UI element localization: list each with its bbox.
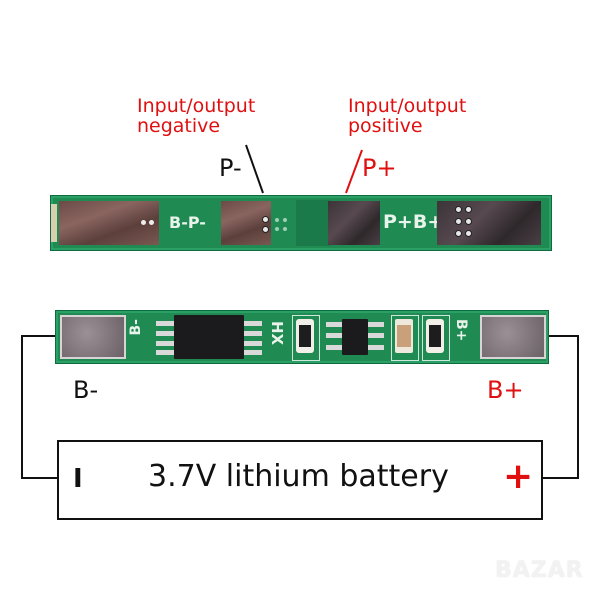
ic-leg (326, 333, 342, 338)
positive-annotation: Input/output positive (348, 96, 466, 136)
resistor-outline (422, 315, 450, 361)
via (275, 218, 279, 222)
p-plus-pointer-line (345, 149, 363, 194)
b-minus-terminal-pad (60, 315, 126, 359)
trace-region (296, 200, 331, 246)
pcb-top-view: B-P- P+B+ (50, 195, 552, 251)
ic-leg (368, 322, 384, 327)
protection-ic (342, 319, 368, 355)
capacitor (395, 319, 413, 353)
p-minus-pad (221, 201, 271, 245)
via (149, 220, 154, 225)
hole (455, 218, 462, 225)
ic-leg (326, 345, 342, 350)
hole (262, 216, 269, 223)
ic-leg (368, 333, 384, 338)
ic-leg (244, 331, 262, 336)
b-plus-label: B+ (487, 376, 524, 404)
silkscreen-b-p-minus: B-P- (169, 213, 206, 232)
ic-leg (156, 341, 174, 346)
positive-annotation-line2: positive (348, 115, 423, 137)
battery-box: I 3.7V lithium battery + (57, 440, 543, 520)
b-minus-label: B- (73, 376, 99, 404)
b-plus-pad (437, 201, 541, 245)
via (283, 218, 287, 222)
hole (455, 206, 462, 213)
watermark: BAZAR (495, 558, 584, 583)
pcb-bottom-view: B- HX B+ (55, 310, 549, 364)
p-minus-label: P- (219, 154, 242, 182)
ic-leg (156, 321, 174, 326)
positive-wire (541, 335, 579, 479)
via (275, 227, 279, 231)
positive-annotation-line1: Input/output (348, 95, 467, 117)
resistor-outline (292, 315, 320, 361)
via (141, 220, 146, 225)
mosfet-chip (174, 315, 244, 359)
ic-leg (326, 322, 342, 327)
hole (465, 218, 472, 225)
silk-b-minus: B- (128, 319, 144, 336)
p-minus-pointer-line (245, 144, 264, 194)
p-plus-pad (328, 201, 380, 245)
silk-hx: HX (268, 321, 286, 346)
silkscreen-p-b-plus: P+B+ (383, 211, 444, 233)
b-plus-terminal-pad (480, 315, 546, 359)
negative-wire (21, 335, 57, 479)
battery-negative-symbol: I (73, 464, 83, 494)
hole (262, 226, 269, 233)
negative-annotation-line2: negative (137, 115, 221, 137)
ic-leg (156, 350, 174, 355)
ic-leg (244, 350, 262, 355)
board-edge (51, 204, 57, 242)
capacitor-outline (391, 315, 419, 361)
ic-leg (156, 331, 174, 336)
hole (455, 230, 462, 237)
battery-label: 3.7V lithium battery (148, 459, 449, 494)
ic-leg (368, 345, 384, 350)
hole (465, 206, 472, 213)
hole (465, 230, 472, 237)
resistor-2 (426, 319, 444, 353)
via (283, 227, 287, 231)
negative-annotation-line1: Input/output (137, 95, 256, 117)
ic-leg (244, 341, 262, 346)
battery-positive-symbol: + (503, 456, 534, 497)
ic-leg (244, 321, 262, 326)
resistor-1 (296, 319, 314, 353)
p-plus-label: P+ (362, 154, 397, 182)
negative-annotation: Input/output negative (137, 96, 255, 136)
silk-b-plus: B+ (453, 319, 469, 342)
